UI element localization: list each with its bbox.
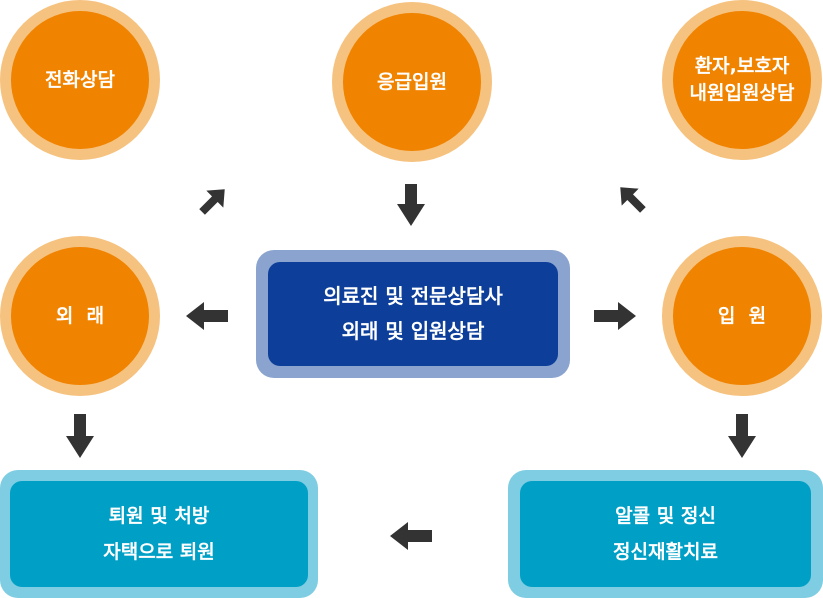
node-label: 응급입원 (377, 70, 447, 93)
node-center-consult: 의료진 및 전문상담사 외래 및 입원상담 (256, 250, 570, 378)
node-inpatient: 입 원 (662, 236, 822, 396)
node-discharge: 퇴원 및 처방 자택으로 퇴원 (0, 470, 318, 598)
node-treatment: 알콜 및 정신 정신재활치료 (508, 470, 823, 598)
arrow-left-icon (184, 294, 228, 338)
node-outpatient: 외 래 (0, 236, 160, 396)
arrow-down-right-icon (190, 180, 234, 224)
node-label-line-2: 내원입원상담 (689, 82, 795, 104)
node-label-line-1: 환자,보호자 (694, 55, 790, 77)
discharge-label-line-1: 퇴원 및 처방 (108, 505, 210, 527)
node-label: 전화상담 (45, 68, 115, 91)
node-emergency-admission: 응급입원 (332, 2, 492, 162)
treatment-panel: 알콜 및 정신 정신재활치료 (520, 481, 811, 587)
arrow-down-icon (389, 182, 433, 226)
arrow-down-icon (58, 414, 102, 458)
discharge-label-line-2: 자택으로 퇴원 (103, 541, 215, 563)
arrow-right-icon (594, 294, 638, 338)
arrow-left-icon (388, 514, 432, 558)
center-label-line-1: 의료진 및 전문상담사 (323, 284, 503, 308)
center-consult-panel: 의료진 및 전문상담사 외래 및 입원상담 (268, 262, 558, 366)
discharge-panel: 퇴원 및 처방 자택으로 퇴원 (10, 481, 308, 587)
node-visit-consult: 환자,보호자 내원입원상담 (662, 0, 822, 160)
arrow-down-left-icon (611, 178, 655, 222)
node-phone-consult: 전화상담 (0, 0, 160, 160)
arrow-down-icon (720, 414, 764, 458)
center-label-line-2: 외래 및 입원상담 (341, 319, 485, 343)
treatment-label-line-2: 정신재활치료 (613, 541, 718, 563)
treatment-label-line-1: 알콜 및 정신 (615, 505, 716, 527)
node-label: 입 원 (717, 304, 767, 327)
node-label: 외 래 (55, 304, 105, 327)
